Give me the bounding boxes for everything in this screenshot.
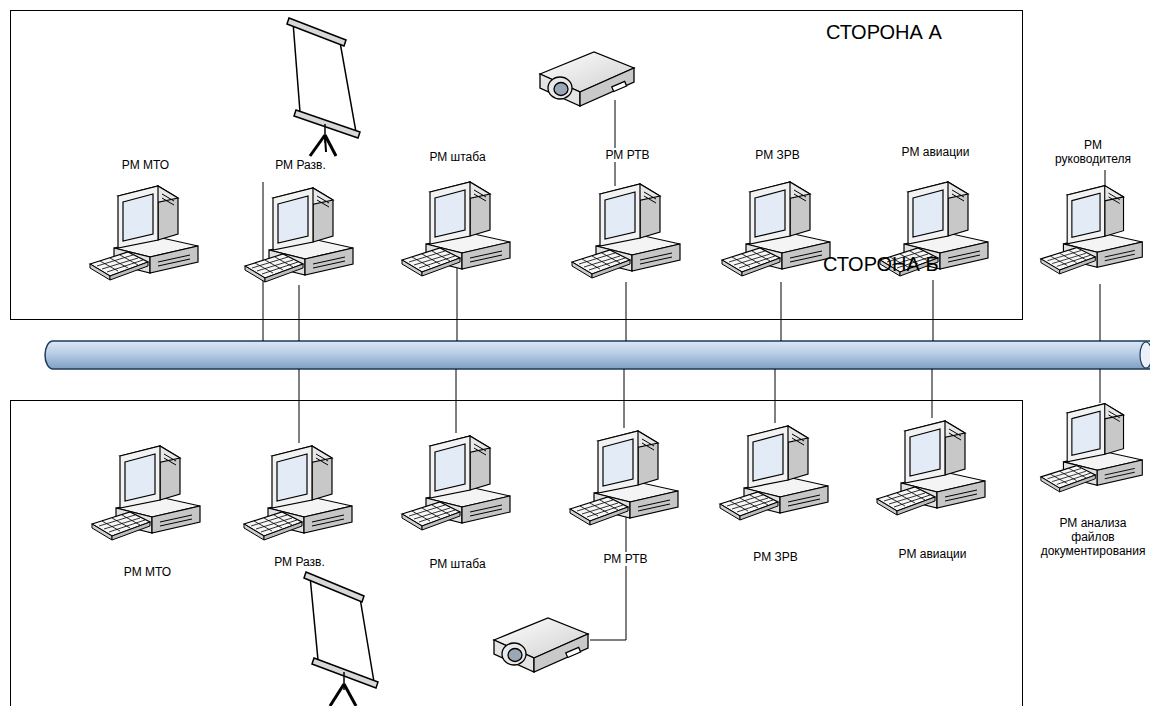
workstation-label: РМ Разв.	[273, 158, 328, 172]
network-bus	[45, 341, 1150, 369]
workstation-icon	[400, 176, 515, 281]
workstation-icon	[88, 180, 203, 285]
workstation-icon	[570, 178, 685, 283]
projection-screen	[304, 572, 378, 706]
network-wires	[263, 100, 1105, 640]
workstation: РМ МТО	[90, 440, 205, 579]
side-region: СТОРОНА БРМ МТОРМ Разв.РМ штабаРМ РТВРМ …	[10, 400, 1023, 706]
workstation: РМ Разв.	[243, 158, 358, 287]
workstation-icon	[718, 420, 833, 525]
workstation-label: РМ штаба	[427, 557, 487, 571]
workstation-label: РМ Разв.	[272, 555, 327, 569]
projector	[540, 52, 634, 106]
projection-screen	[287, 18, 360, 156]
workstation: РМ авиации	[875, 415, 990, 561]
workstation-label: РМ руководителя	[1046, 138, 1140, 166]
region-title: СТОРОНА А	[826, 21, 942, 44]
projector	[494, 618, 588, 672]
workstation: РМ РТВ	[568, 425, 683, 566]
workstation-icon	[400, 430, 515, 535]
region-title: СТОРОНА Б	[823, 253, 939, 276]
workstation: РМ анализа файлов документирования	[1039, 398, 1147, 558]
workstation-label: РМ штаба	[427, 150, 487, 164]
workstation-icon	[568, 425, 683, 530]
workstation: РМ ЗРВ	[720, 148, 835, 281]
workstation-label: РМ ЗРВ	[751, 550, 799, 564]
workstation-icon	[90, 440, 205, 545]
workstation-label: РМ авиации	[897, 547, 969, 561]
workstation-icon	[875, 415, 990, 520]
workstation: РМ РТВ	[570, 148, 685, 283]
workstation-label: РМ РТВ	[604, 148, 652, 162]
workstation-icon	[243, 182, 358, 287]
workstation-label: РМ ЗРВ	[753, 148, 801, 162]
workstation: РМ МТО	[88, 158, 203, 285]
workstation: РМ штаба	[400, 430, 515, 571]
workstation-label: РМ МТО	[122, 565, 173, 579]
workstation-label: РМ МТО	[120, 158, 171, 172]
workstation: РМ Разв.	[242, 440, 357, 569]
workstation-icon	[720, 176, 835, 281]
workstation-label: РМ РТВ	[602, 552, 650, 566]
workstation: РМ руководителя	[1039, 138, 1147, 279]
workstation: РМ штаба	[400, 150, 515, 281]
workstation-label: РМ авиации	[900, 145, 972, 159]
workstation: РМ ЗРВ	[718, 420, 833, 564]
workstation-icon	[1039, 180, 1147, 279]
workstation-label: РМ анализа файлов документирования	[1039, 516, 1148, 558]
workstation-icon	[242, 440, 357, 545]
workstation-icon	[1039, 398, 1147, 497]
